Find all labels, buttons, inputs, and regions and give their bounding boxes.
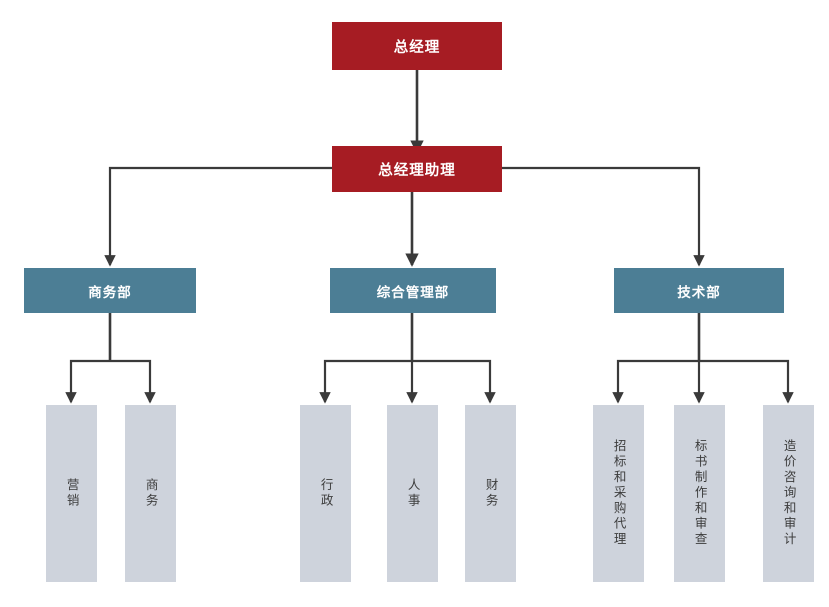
node-unit-bid-document-label: 标书制作和审查 bbox=[692, 439, 707, 548]
connector-general-to-admin bbox=[319, 359, 412, 404]
connector-assistant-to-business bbox=[104, 166, 332, 267]
node-department-business-label: 商务部 bbox=[88, 284, 132, 300]
node-unit-business[interactable]: 商务 bbox=[125, 405, 176, 582]
connector-business-to-businessunit bbox=[110, 359, 156, 404]
node-unit-administration[interactable]: 行政 bbox=[300, 405, 351, 582]
node-unit-human-resources[interactable]: 人事 bbox=[387, 405, 438, 582]
node-unit-marketing-label: 营销 bbox=[64, 478, 79, 509]
connector-technical-to-bidding bbox=[612, 359, 699, 404]
node-unit-human-resources-label: 人事 bbox=[405, 478, 420, 509]
node-unit-finance[interactable]: 财务 bbox=[465, 405, 516, 582]
node-unit-cost-consulting-label: 造价咨询和审计 bbox=[781, 439, 796, 548]
connector-business-to-marketing bbox=[65, 359, 110, 404]
node-unit-bid-document[interactable]: 标书制作和审查 bbox=[674, 405, 725, 582]
node-unit-bidding-procurement-label: 招标和采购代理 bbox=[611, 439, 626, 548]
node-department-technical[interactable]: 技术部 bbox=[614, 268, 784, 313]
connector-assistant-to-technical bbox=[502, 166, 705, 267]
node-department-general-management[interactable]: 综合管理部 bbox=[330, 268, 496, 313]
node-unit-administration-label: 行政 bbox=[318, 478, 333, 509]
node-unit-cost-consulting[interactable]: 造价咨询和审计 bbox=[763, 405, 814, 582]
node-department-business[interactable]: 商务部 bbox=[24, 268, 196, 313]
node-general-manager-label: 总经理 bbox=[393, 39, 441, 56]
node-assistant-general-manager-label: 总经理助理 bbox=[378, 162, 456, 179]
node-department-general-management-label: 综合管理部 bbox=[376, 284, 450, 300]
connector-general-to-finance bbox=[412, 359, 496, 404]
node-unit-bidding-procurement[interactable]: 招标和采购代理 bbox=[593, 405, 644, 582]
node-general-manager[interactable]: 总经理 bbox=[332, 22, 502, 70]
node-unit-marketing[interactable]: 营销 bbox=[46, 405, 97, 582]
node-department-technical-label: 技术部 bbox=[677, 284, 721, 300]
node-unit-finance-label: 财务 bbox=[483, 478, 498, 509]
connector-technical-to-cost bbox=[699, 359, 794, 404]
node-assistant-general-manager[interactable]: 总经理助理 bbox=[332, 146, 502, 192]
node-unit-business-label: 商务 bbox=[143, 478, 158, 509]
